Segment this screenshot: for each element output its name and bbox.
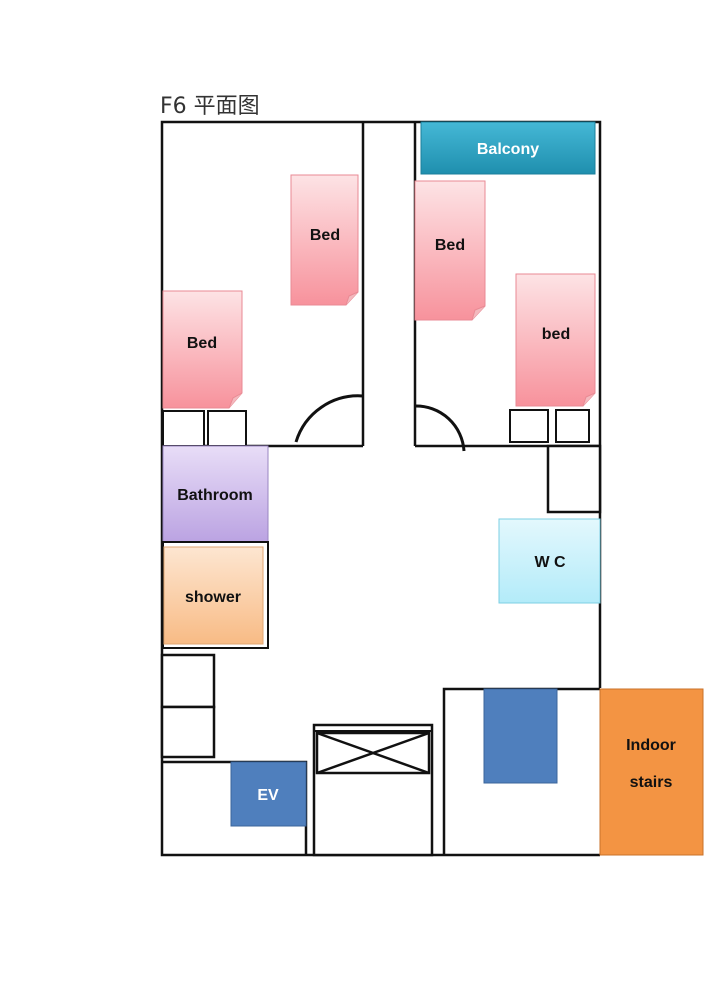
bed-2-label: Bed	[310, 227, 340, 244]
bed-4: bed	[515, 273, 596, 407]
balcony-label: Balcony	[477, 141, 539, 158]
stair-landing-block	[483, 688, 558, 784]
bathroom: Bathroom	[162, 445, 269, 543]
indoor-stairs-label-2: stairs	[630, 774, 673, 791]
indoor-stairs: Indoor stairs	[599, 688, 704, 856]
stairwell-room	[442, 687, 600, 855]
cabinet	[546, 444, 602, 514]
shower: shower	[162, 541, 269, 649]
door-right-room	[414, 404, 466, 452]
wc-label: W C	[534, 554, 566, 571]
bed-4-label: bed	[542, 326, 570, 343]
wc: W C	[498, 518, 601, 604]
bed-2: Bed	[290, 174, 359, 306]
ev-label: EV	[257, 787, 279, 804]
balcony: Balcony	[420, 121, 596, 175]
bed-1-label: Bed	[187, 335, 217, 352]
bathroom-label: Bathroom	[177, 487, 253, 504]
storage-units	[160, 653, 216, 759]
outer-walls	[160, 120, 602, 857]
bed-1: Bed	[162, 290, 243, 409]
shower-label: shower	[185, 589, 241, 606]
bed-3-label: Bed	[435, 237, 465, 254]
bed-3: Bed	[414, 180, 486, 321]
elevator-shaft	[312, 723, 434, 857]
indoor-stairs-label-1: Indoor	[626, 737, 676, 754]
floor-plan-title: F6 平面图	[160, 94, 260, 119]
door-left-room	[294, 394, 364, 443]
ev-room: EV	[162, 760, 308, 855]
nightstands	[162, 409, 590, 447]
